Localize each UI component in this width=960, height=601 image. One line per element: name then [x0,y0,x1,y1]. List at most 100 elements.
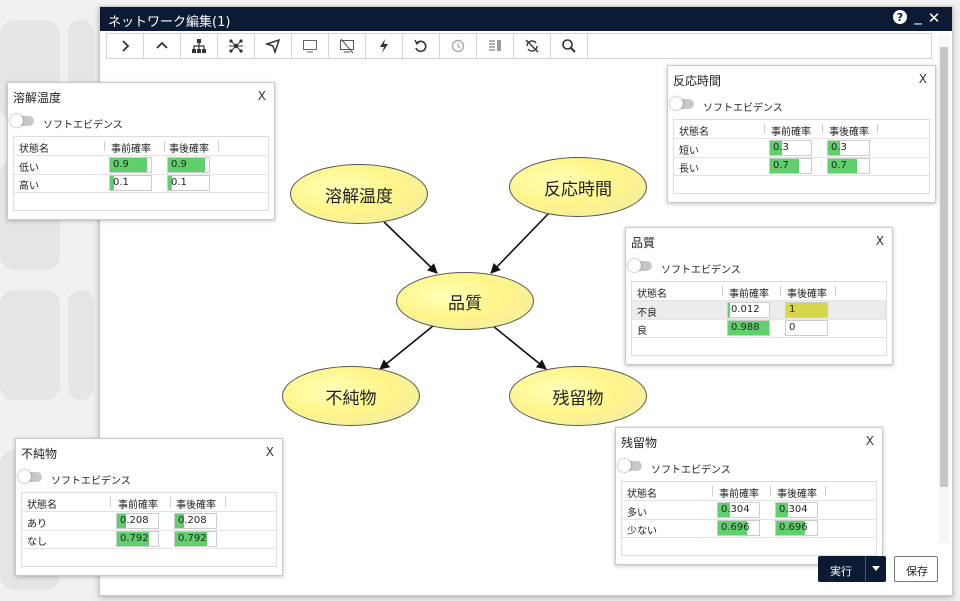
posterior-bar [175,514,184,528]
posterior-value: 0.792 [178,533,207,544]
vertical-scrollbar[interactable] [938,35,950,543]
posterior-value-box: 0 [785,320,828,336]
column-separator [825,486,826,496]
column-separator [170,497,171,507]
prior-bar [117,532,150,546]
chevron-up-icon[interactable] [144,34,181,58]
prior-bar [718,503,731,517]
header-posterior: 事後確率 [176,500,216,511]
panel-close-button[interactable]: X [918,72,927,86]
minimize-button[interactable]: _ [914,7,922,25]
window-titlebar: ネットワーク編集(1) ? _ ✕ [100,7,952,31]
panel-title: 残留物 [621,436,658,450]
prior-value: 0.208 [120,515,149,526]
monitor-icon[interactable] [292,34,329,58]
undo-icon[interactable] [403,34,440,58]
search-icon[interactable] [551,34,588,58]
table-header-row: 状態名事前確率事後確率 [674,120,929,139]
node-label: 反応時間 [544,179,612,200]
panel-close-button[interactable]: X [265,445,274,459]
edge-quality-residue [492,325,547,370]
soft-evidence-toggle[interactable] [18,470,42,483]
panel-close-button[interactable]: X [875,234,884,248]
prior-bar [718,521,747,535]
state-name: 不良 [637,308,657,319]
table-header-row: 状態名事前確率事後確率 [22,493,276,512]
help-icon[interactable]: ? [892,9,908,29]
column-separator [835,286,836,296]
state-name: 低い [19,163,39,174]
soft-evidence-toggle[interactable] [628,259,652,272]
soft-evidence-label: ソフトエビデンス [51,476,131,487]
edge-quality-impurity [379,325,434,370]
node-reaction-time[interactable]: 反応時間 [509,157,647,217]
prior-bar [728,303,731,317]
posterior-value-box: 0.208 [174,513,217,529]
prior-value-box: 0.792 [116,531,159,547]
posterior-bar [175,532,208,546]
posterior-bar [168,176,173,190]
state-name: 多い [627,508,647,519]
node-temperature[interactable]: 溶解温度 [290,164,428,224]
posterior-bar [786,303,827,317]
column-separator [822,124,823,134]
run-dropdown-icon[interactable] [865,556,887,582]
send-icon[interactable] [255,34,292,58]
panel-close-button[interactable]: X [865,434,874,448]
soft-evidence-label: ソフトエビデンス [703,103,783,114]
posterior-bar [776,521,805,535]
node-quality[interactable]: 品質 [396,272,534,330]
soft-evidence-toggle[interactable] [618,459,642,472]
prior-value-box: 0.696 [717,520,760,536]
window-title: ネットワーク編集(1) [108,15,231,30]
sync-off-icon[interactable] [514,34,551,58]
tree-layout-icon[interactable] [181,34,218,58]
soft-evidence-toggle[interactable] [10,114,34,127]
save-button[interactable]: 保存 [894,556,938,582]
posterior-value: 0.304 [779,504,808,515]
network-layout-icon[interactable] [218,34,255,58]
header-posterior: 事後確率 [777,489,817,500]
close-window-button[interactable]: ✕ [927,9,941,27]
column-separator [770,486,771,496]
prior-value: 0.792 [120,533,149,544]
prior-bar [770,141,783,155]
list-icon[interactable] [477,34,514,58]
prior-value-box: 0.1 [109,175,152,191]
monitor-off-icon[interactable] [329,34,366,58]
panel-close-button[interactable]: X [257,89,266,103]
history-icon[interactable] [440,34,477,58]
header-state: 状態名 [27,500,57,511]
posterior-bar [168,158,205,172]
scrollbar-thumb[interactable] [940,47,948,487]
lightning-icon[interactable] [366,34,403,58]
prior-bar [770,159,799,173]
prior-value: 0.1 [113,177,129,188]
posterior-value: 0.3 [831,142,847,153]
node-impurity[interactable]: 不純物 [282,366,420,426]
soft-evidence-toggle[interactable] [670,97,694,110]
header-state: 状態名 [627,489,657,500]
node-residue[interactable]: 残留物 [509,366,647,426]
run-button[interactable]: 実行 [818,556,886,582]
prior-bar [110,176,115,190]
prior-value-box: 0.988 [727,320,770,336]
chevron-right-icon[interactable] [107,34,144,58]
posterior-value: 0.7 [831,160,847,171]
posterior-value-box: 0.696 [775,520,818,536]
prior-value-box: 0.3 [769,140,812,156]
column-separator [877,124,878,134]
